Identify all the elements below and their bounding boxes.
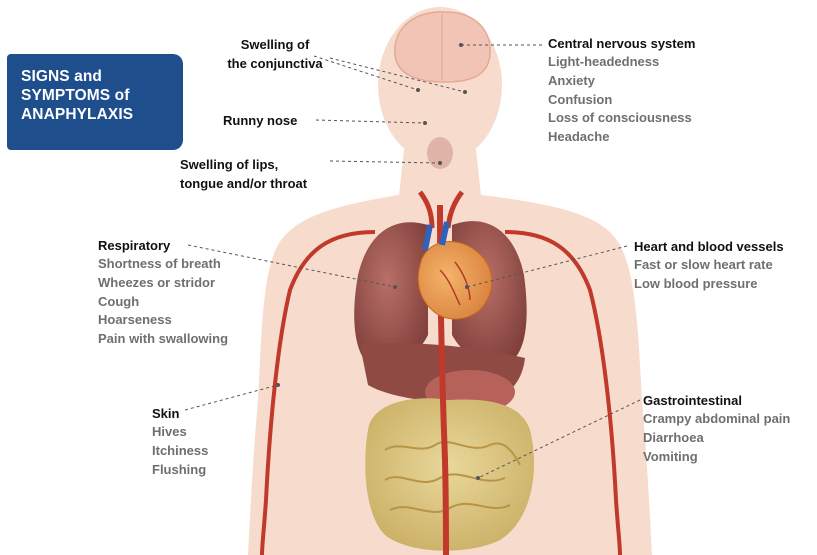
gi-item: Vomiting xyxy=(643,448,790,467)
title-line: SIGNS and xyxy=(21,67,173,86)
cns-item: Confusion xyxy=(548,91,695,110)
respiratory-item: Shortness of breath xyxy=(98,255,228,274)
skin-item: Hives xyxy=(152,423,208,442)
skin-item: Flushing xyxy=(152,461,208,480)
cns-item: Light-headedness xyxy=(548,53,695,72)
runny-nose-label: Runny nose xyxy=(223,111,297,130)
heart-heading: Heart and blood vessels xyxy=(634,237,784,256)
gi-item: Diarrhoea xyxy=(643,429,790,448)
conjunctiva-label: Swelling of the conjunctiva xyxy=(224,35,326,73)
respiratory-item: Hoarseness xyxy=(98,311,228,330)
lips-throat-label-line: tongue and/or throat xyxy=(180,174,307,193)
skin-group: Skin Hives Itchiness Flushing xyxy=(152,404,208,479)
conjunctiva-label-line: the conjunctiva xyxy=(224,54,326,73)
cns-item: Anxiety xyxy=(548,72,695,91)
respiratory-group: Respiratory Shortness of breath Wheezes … xyxy=(98,236,228,349)
heart-item: Fast or slow heart rate xyxy=(634,256,784,275)
cns-item: Loss of consciousness xyxy=(548,109,695,128)
title-box: SIGNS and SYMPTOMS of ANAPHYLAXIS xyxy=(7,54,183,150)
respiratory-item: Wheezes or stridor xyxy=(98,274,228,293)
respiratory-heading: Respiratory xyxy=(98,236,228,255)
skin-item: Itchiness xyxy=(152,442,208,461)
lips-throat-label-line: Swelling of lips, xyxy=(180,155,307,174)
respiratory-item: Cough xyxy=(98,293,228,312)
respiratory-item: Pain with swallowing xyxy=(98,330,228,349)
cns-heading: Central nervous system xyxy=(548,34,695,53)
cns-group: Central nervous system Light-headedness … xyxy=(548,34,695,147)
title-line: SYMPTOMS of xyxy=(21,86,173,105)
conjunctiva-label-line: Swelling of xyxy=(224,35,326,54)
lips-throat-label: Swelling of lips, tongue and/or throat xyxy=(180,155,307,193)
skin-heading: Skin xyxy=(152,404,208,423)
gi-group: Gastrointestinal Crampy abdominal pain D… xyxy=(643,391,790,466)
gi-item: Crampy abdominal pain xyxy=(643,410,790,429)
heart-item: Low blood pressure xyxy=(634,275,784,294)
heart-group: Heart and blood vessels Fast or slow hea… xyxy=(634,237,784,294)
cns-item: Headache xyxy=(548,128,695,147)
title-line: ANAPHYLAXIS xyxy=(21,105,173,124)
gi-heading: Gastrointestinal xyxy=(643,391,790,410)
